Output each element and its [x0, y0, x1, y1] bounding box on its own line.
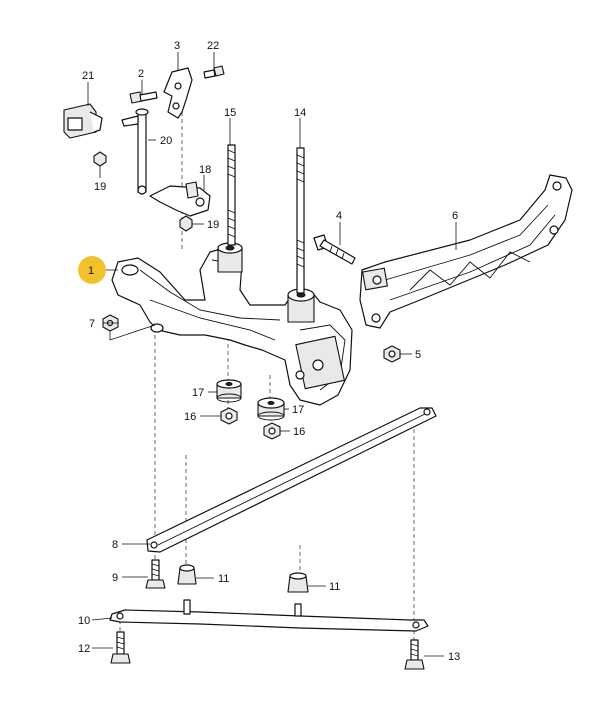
rear-cross-member-part[interactable]	[359, 174, 573, 329]
callout-5[interactable]: 5	[415, 349, 421, 361]
nut-part-19-top[interactable]	[93, 151, 107, 167]
callout-20[interactable]: 20	[160, 135, 172, 147]
subframe-mount-right	[287, 288, 315, 323]
callout-11-left[interactable]: 11	[218, 573, 229, 585]
nut-part-16-right[interactable]	[263, 422, 281, 440]
nut-part-19-mid[interactable]	[179, 215, 193, 232]
callout-4[interactable]: 4	[336, 210, 342, 222]
callout-19-mid[interactable]: 19	[207, 219, 219, 231]
callout-8[interactable]: 8	[112, 539, 118, 551]
subframe-part[interactable]	[111, 245, 353, 406]
callout-10[interactable]: 10	[78, 615, 90, 627]
callout-3[interactable]: 3	[174, 40, 180, 52]
nut-part-5[interactable]	[383, 345, 401, 363]
callout-16-left[interactable]: 16	[184, 411, 196, 423]
callout-11-right[interactable]: 11	[329, 581, 340, 593]
subframe-mount-left	[217, 242, 243, 273]
bolt-part-22[interactable]	[203, 65, 225, 79]
callout-9[interactable]: 9	[112, 572, 118, 584]
callout-19-top[interactable]: 19	[94, 181, 106, 193]
sleeve-part-11-right[interactable]	[287, 572, 309, 617]
bushing-part-17-right[interactable]	[257, 397, 285, 421]
callout-16-right[interactable]: 16	[293, 426, 305, 438]
sleeve-part-11-left[interactable]	[177, 564, 197, 615]
sensor-part-21[interactable]	[63, 103, 103, 139]
callout-17-left[interactable]: 17	[192, 387, 204, 399]
callout-21[interactable]: 21	[82, 70, 94, 82]
bolt-part-12[interactable]	[110, 631, 131, 664]
highlight-marker	[78, 256, 106, 284]
nut-part-16-left[interactable]	[220, 407, 238, 425]
brace-bar-part-8[interactable]	[146, 407, 437, 553]
callout-13[interactable]: 13	[448, 651, 460, 663]
bolt-part-9[interactable]	[145, 559, 166, 589]
bracket-part-3[interactable]	[163, 67, 193, 119]
callout-labels: 1 2 3 22 21 20 19 18 19 15 14 4 6 5 7 17…	[78, 40, 460, 663]
link-rod-part-20[interactable]	[121, 108, 149, 195]
bolt-part-4[interactable]	[313, 234, 356, 265]
callout-14[interactable]: 14	[294, 107, 306, 119]
bracket-part-18[interactable]	[149, 181, 211, 217]
lower-bar-part-10[interactable]	[109, 609, 429, 632]
callout-22[interactable]: 22	[207, 40, 219, 52]
callout-17-right[interactable]: 17	[292, 404, 304, 416]
callout-18[interactable]: 18	[199, 164, 211, 176]
callout-15[interactable]: 15	[224, 107, 236, 119]
stud-part-15[interactable]	[227, 144, 236, 246]
assembly-guide-lines	[119, 98, 415, 650]
bolt-part-13[interactable]	[404, 639, 425, 670]
callout-1[interactable]: 1	[88, 265, 94, 277]
nut-part-7[interactable]	[102, 314, 156, 341]
bolt-part-2[interactable]	[129, 91, 158, 104]
callout-6[interactable]: 6	[452, 210, 458, 222]
callout-2[interactable]: 2	[138, 68, 144, 80]
callout-7[interactable]: 7	[89, 318, 95, 330]
callout-12[interactable]: 12	[78, 643, 90, 655]
bushing-part-17-left[interactable]	[216, 379, 242, 403]
stud-part-14[interactable]	[296, 147, 305, 294]
